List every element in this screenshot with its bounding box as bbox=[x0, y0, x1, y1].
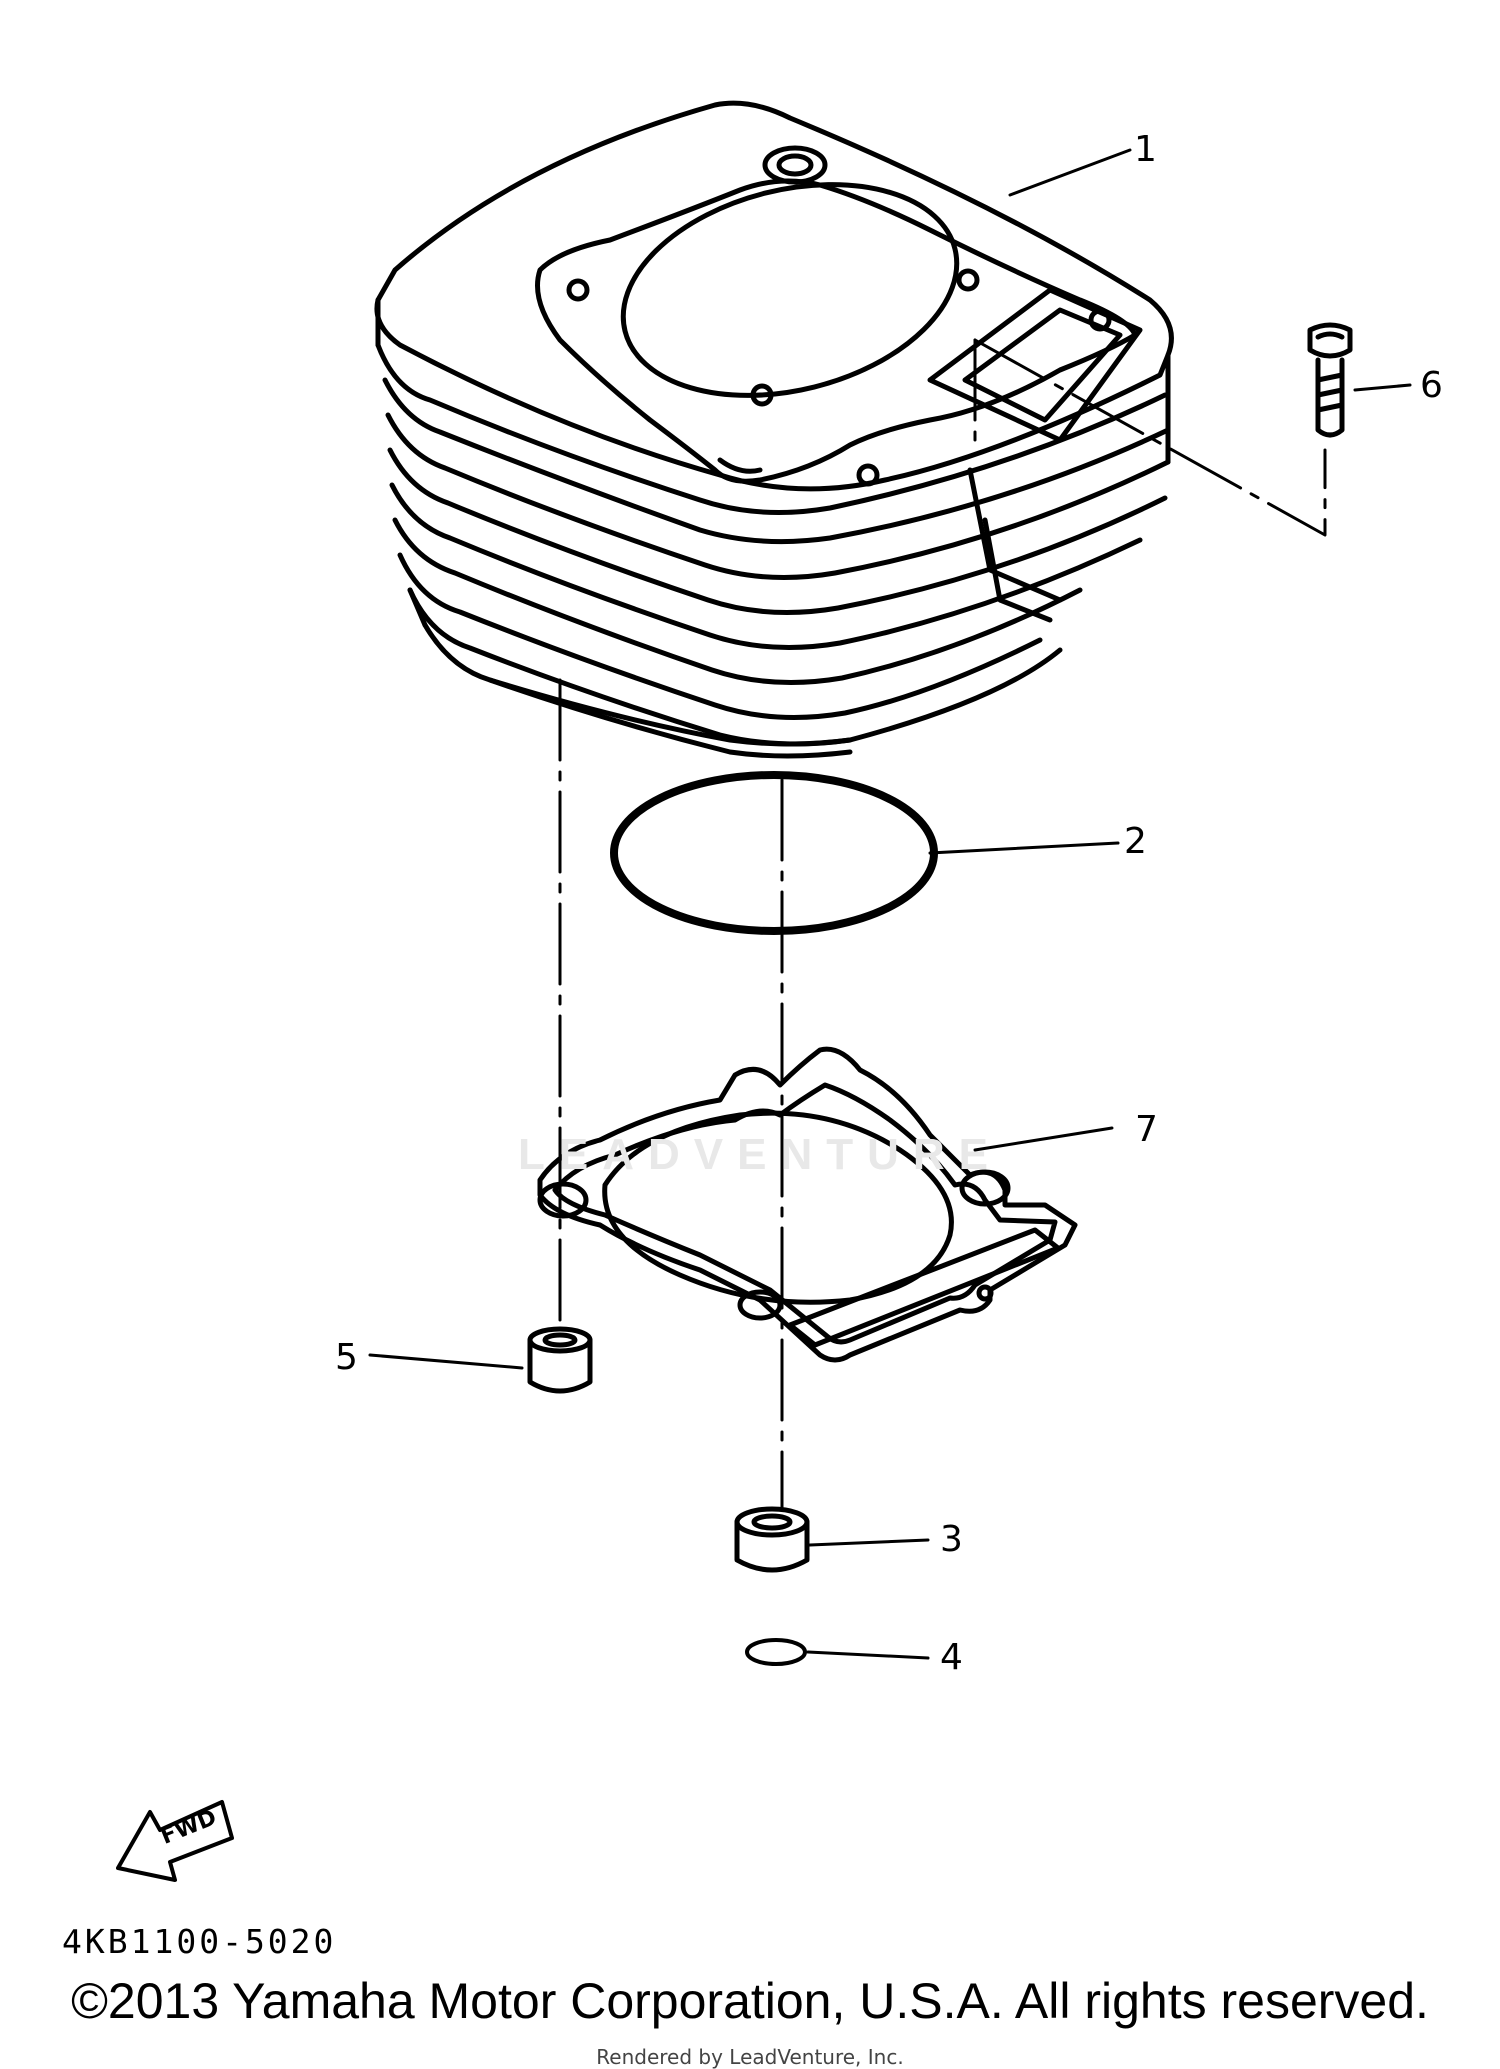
callout-3: 3 bbox=[940, 1519, 963, 1560]
rendered-by-notice: Rendered by LeadVenture, Inc. bbox=[596, 2045, 904, 2069]
leader-1 bbox=[1008, 148, 1132, 197]
fwd-arrow-icon bbox=[116, 1800, 234, 1882]
dowel-pin-3 bbox=[734, 1506, 810, 1573]
leader-3 bbox=[808, 1538, 930, 1547]
o-ring bbox=[610, 771, 938, 935]
callout-6: 6 bbox=[1420, 365, 1443, 406]
callout-7: 7 bbox=[1135, 1109, 1158, 1150]
small-o-ring bbox=[745, 1638, 807, 1666]
copyright-notice: ©2013 Yamaha Motor Corporation, U.S.A. A… bbox=[71, 1973, 1429, 2029]
bolt bbox=[1307, 322, 1353, 438]
leader-2 bbox=[928, 841, 1120, 855]
cylinder-block bbox=[374, 100, 1174, 759]
leader-6 bbox=[1353, 383, 1412, 392]
callout-2: 2 bbox=[1124, 821, 1147, 862]
document-code: 4KB1100-5020 bbox=[62, 1922, 337, 1961]
watermark: LEADVENTURE bbox=[517, 1130, 1003, 1179]
dowel-pin-5 bbox=[527, 1326, 593, 1394]
assembly-center-lines bbox=[558, 338, 1327, 1512]
leader-7 bbox=[973, 1126, 1114, 1152]
leader-lines bbox=[368, 148, 1412, 1660]
cylinder-base-gasket bbox=[537, 1046, 1078, 1363]
callout-5: 5 bbox=[335, 1337, 358, 1378]
callout-4: 4 bbox=[940, 1637, 963, 1678]
leader-4 bbox=[806, 1650, 930, 1660]
callout-1: 1 bbox=[1134, 129, 1157, 170]
leader-5 bbox=[368, 1353, 524, 1370]
